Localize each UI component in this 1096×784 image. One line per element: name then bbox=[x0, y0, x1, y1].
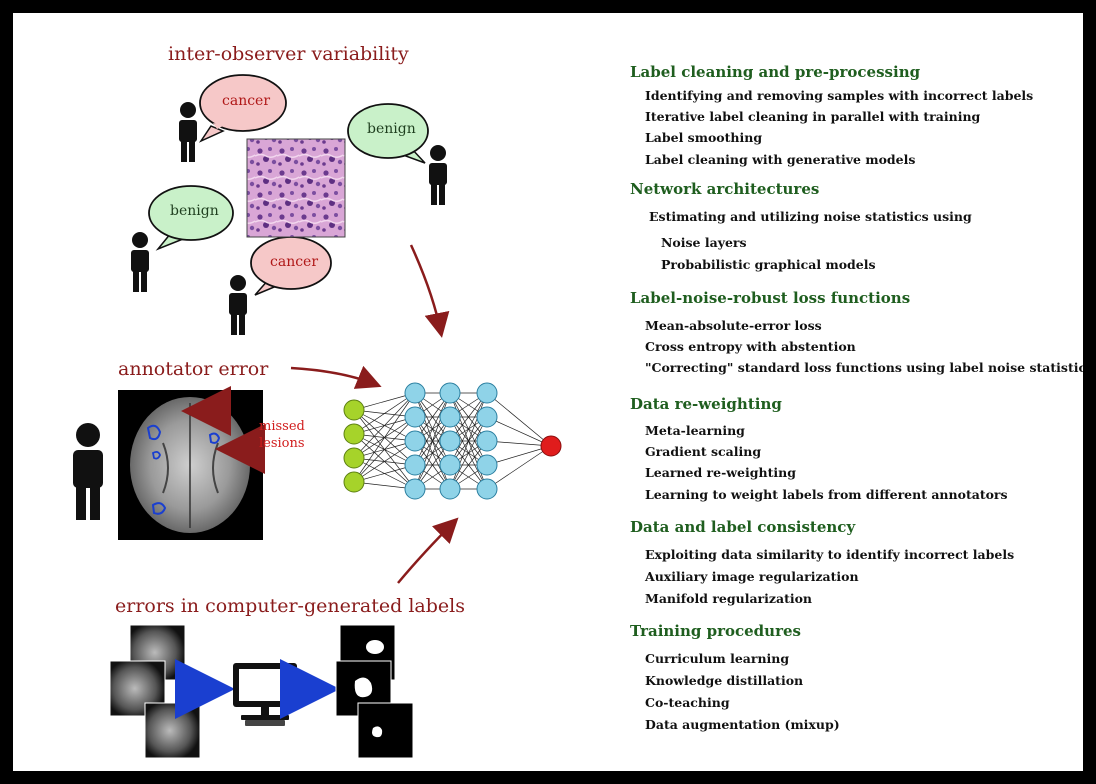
inter-observer-title: inter-observer variability bbox=[168, 43, 409, 65]
hidden-node bbox=[404, 430, 426, 452]
hidden-node bbox=[476, 478, 498, 500]
hidden-node bbox=[404, 382, 426, 404]
annotator-person-icon bbox=[73, 423, 103, 520]
list-item: Curriculum learning bbox=[645, 651, 790, 666]
histology-image bbox=[246, 138, 346, 238]
category-title: Label cleaning and pre-processing bbox=[630, 63, 921, 81]
hidden-node bbox=[439, 430, 461, 452]
category-title: Data and label consistency bbox=[630, 518, 856, 536]
person-icon bbox=[131, 232, 149, 292]
list-item: Mean-absolute-error loss bbox=[645, 318, 822, 333]
hidden-node bbox=[476, 406, 498, 428]
list-item: Data augmentation (mixup) bbox=[645, 717, 840, 732]
hidden-node bbox=[404, 478, 426, 500]
bubble-label: benign bbox=[170, 203, 219, 219]
arrow-icon bbox=[409, 244, 450, 338]
category-title: Label-noise-robust loss functions bbox=[630, 289, 911, 307]
segmentation-masks bbox=[335, 624, 414, 759]
bubble-label: cancer bbox=[270, 254, 319, 270]
hidden-node bbox=[439, 478, 461, 500]
missed-lesions-label: missed lesions bbox=[259, 419, 305, 451]
list-item: Noise layers bbox=[661, 235, 747, 250]
list-item: Cross entropy with abstention bbox=[645, 339, 856, 354]
list-item: Manifold regularization bbox=[645, 591, 813, 606]
category-title: Network architectures bbox=[630, 180, 820, 198]
list-item: Learned re-weighting bbox=[645, 465, 796, 480]
list-item: Co-teaching bbox=[645, 695, 730, 710]
input-node bbox=[343, 471, 365, 493]
hidden-node bbox=[404, 406, 426, 428]
hidden-node bbox=[476, 454, 498, 476]
speech-bubble-benign bbox=[148, 185, 234, 251]
list-item: Learning to weight labels from different… bbox=[645, 487, 1008, 502]
speech-bubble-benign bbox=[347, 103, 429, 164]
input-node bbox=[343, 447, 365, 469]
input-node bbox=[343, 399, 365, 421]
category-title: Data re-weighting bbox=[630, 395, 782, 413]
list-item: Label cleaning with generative models bbox=[645, 152, 916, 167]
bubble-label: cancer bbox=[222, 93, 271, 109]
list-item: Auxiliary image regularization bbox=[645, 569, 859, 584]
hidden-node bbox=[439, 382, 461, 404]
input-node bbox=[343, 423, 365, 445]
person-icon bbox=[429, 145, 447, 205]
category-title: Training procedures bbox=[630, 622, 801, 640]
speech-bubble-cancer bbox=[250, 236, 332, 296]
arrow-icon bbox=[397, 517, 459, 584]
hidden-node bbox=[439, 454, 461, 476]
speech-bubble-cancer bbox=[198, 74, 287, 143]
arrow-icon bbox=[290, 365, 382, 389]
neural-network bbox=[343, 382, 562, 500]
computer-labels-title: errors in computer-generated labels bbox=[115, 595, 465, 617]
list-item: Iterative label cleaning in parallel wit… bbox=[645, 109, 981, 124]
hidden-node bbox=[476, 430, 498, 452]
hidden-node bbox=[476, 382, 498, 404]
person-icon bbox=[179, 102, 197, 162]
output-node bbox=[540, 435, 562, 457]
computer-icon bbox=[233, 663, 297, 726]
list-item: Meta-learning bbox=[645, 423, 745, 438]
list-item: "Correcting" standard loss functions usi… bbox=[645, 360, 1083, 375]
person-icon bbox=[229, 275, 247, 335]
bubble-label: benign bbox=[367, 121, 416, 137]
list-item: Label smoothing bbox=[645, 130, 763, 145]
hidden-node bbox=[439, 406, 461, 428]
left-illustration bbox=[73, 74, 562, 759]
list-item: Knowledge distillation bbox=[645, 673, 804, 688]
list-item: Identifying and removing samples with in… bbox=[645, 88, 1034, 103]
list-item: Probabilistic graphical models bbox=[661, 257, 876, 272]
brain-mri-image bbox=[118, 386, 265, 540]
list-item: Exploiting data similarity to identify i… bbox=[645, 547, 1015, 562]
list-item: Gradient scaling bbox=[645, 444, 762, 459]
mri-scan-stack bbox=[109, 624, 201, 759]
list-item: Estimating and utilizing noise statistic… bbox=[649, 209, 972, 224]
figure-canvas: inter-observer variability bbox=[13, 13, 1083, 771]
annotator-error-title: annotator error bbox=[118, 358, 269, 380]
hidden-node bbox=[404, 454, 426, 476]
